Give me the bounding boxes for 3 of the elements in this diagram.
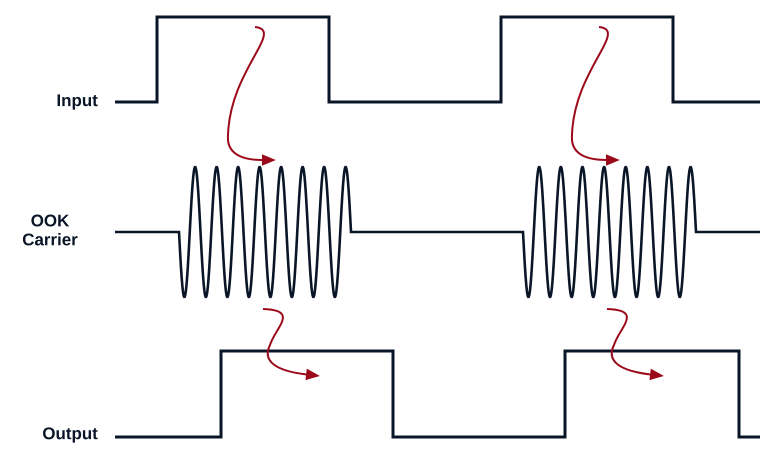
signal-label: Output [43, 427, 98, 443]
signal-label: Input [58, 94, 98, 110]
signal-label: OOK Carrier [22, 214, 78, 246]
